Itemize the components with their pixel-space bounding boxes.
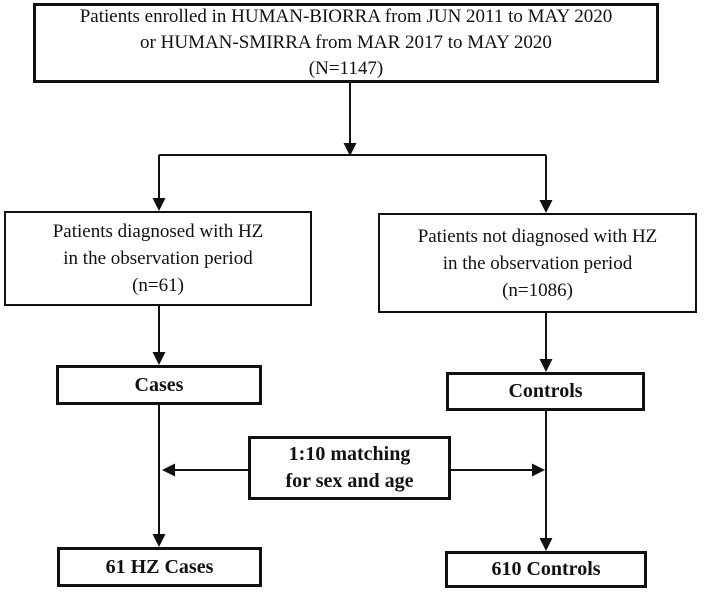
connector-right-drop: [539, 155, 553, 213]
enrollment-line-1: Patients enrolled in HUMAN-BIORRA from J…: [79, 6, 613, 27]
not-diagnosed-line-2: in the observation period: [442, 252, 633, 274]
connector-enrollment-stem: [343, 83, 357, 156]
not-diagnosed-line-3: (n=1086): [502, 279, 573, 301]
diagnosed-hz-box: Patients diagnosed with HZ in the observ…: [4, 211, 312, 306]
matched-controls-final-box: 610 Controls: [445, 551, 647, 588]
enrollment-line-2: or HUMAN-SMIRRA from MAR 2017 to MAY 202…: [140, 32, 552, 53]
connector-matching-right: [451, 463, 545, 477]
connector-diagnosed-to-cases: [152, 306, 166, 365]
not-diagnosed-line-1: Patients not diagnosed with HZ: [417, 225, 658, 247]
matching-box: 1:10 matching for sex and age: [248, 436, 451, 500]
enrollment-box: Patients enrolled in HUMAN-BIORRA from J…: [33, 3, 659, 83]
matching-line-1: 1:10 matching: [288, 443, 411, 465]
hz-cases-final-box: 61 HZ Cases: [57, 547, 262, 587]
arrowhead-down-icon: [152, 198, 166, 211]
connector-left-drop: [152, 155, 166, 211]
connector-controls-to-final: [539, 411, 553, 551]
arrowhead-down-icon: [539, 538, 553, 551]
not-diagnosed-hz-box: Patients not diagnosed with HZ in the ob…: [378, 213, 697, 313]
arrowhead-right-icon: [532, 463, 545, 477]
controls-box: Controls: [446, 372, 645, 411]
hz-cases-label: 61 HZ Cases: [105, 555, 214, 578]
matched-controls-label: 610 Controls: [491, 558, 601, 580]
diagnosed-line-2: in the observation period: [63, 248, 253, 269]
connector-notdiagnosed-to-controls: [539, 313, 553, 372]
arrowhead-down-icon: [343, 143, 357, 156]
arrowhead-down-icon: [539, 359, 553, 372]
diagnosed-line-1: Patients diagnosed with HZ: [52, 221, 264, 242]
arrowhead-left-icon: [162, 463, 175, 477]
arrowhead-down-icon: [152, 352, 166, 365]
matching-line-2: for sex and age: [285, 470, 414, 492]
connector-matching-left: [162, 463, 248, 477]
diagnosed-line-3: (n=61): [132, 275, 184, 296]
arrowhead-down-icon: [539, 200, 553, 213]
cases-label: Cases: [134, 373, 184, 396]
cases-box: Cases: [56, 365, 262, 405]
enrollment-line-3: (N=1147): [308, 58, 384, 79]
controls-label: Controls: [508, 380, 583, 402]
arrowhead-down-icon: [152, 534, 166, 547]
connector-cases-to-final: [152, 405, 166, 547]
